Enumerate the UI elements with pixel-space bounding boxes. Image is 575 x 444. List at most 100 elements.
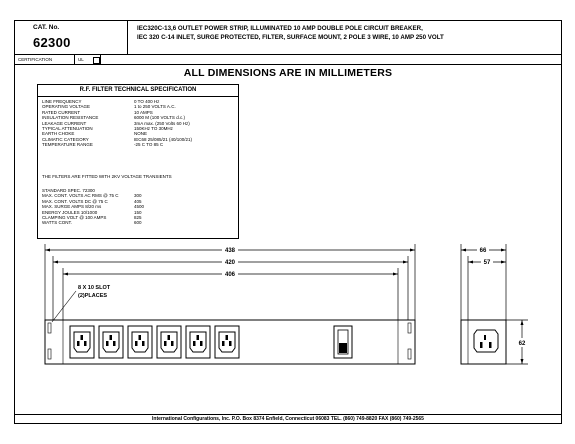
arrow-icon xyxy=(410,248,415,252)
certification-label: CERTIFICATION xyxy=(15,55,75,64)
dimension-labels: 438 420 406 66 57 62 xyxy=(222,245,529,347)
spec-row-label: LINE FREQUENCY xyxy=(42,99,82,104)
power-strip-side-view xyxy=(460,319,507,365)
spec-row-value: NONE xyxy=(134,131,148,137)
standard-spec: STANDARD SPEC. 72300 MAX. CONT. VOLTS AC… xyxy=(42,188,238,226)
spec-row: CLIMATIC CATEGORY IEC68 25/085/21 (40/100… xyxy=(42,137,238,142)
arrow-icon xyxy=(520,320,524,325)
standard-spec-title: STANDARD SPEC. 72300 xyxy=(42,188,95,193)
inlet-socket-icon xyxy=(473,329,499,353)
arrow-icon xyxy=(403,260,408,264)
spec-row: OPERATING VOLTAGE 1 to 250 VOLTS A.C. xyxy=(42,104,238,109)
slot-note-line-2: (2)PLACES xyxy=(78,293,107,299)
description-line-2: IEC 320 C-14 INLET, SURGE PROTECTED, FIL… xyxy=(137,34,444,41)
breaker-housing xyxy=(333,325,353,359)
label-mask xyxy=(515,338,529,347)
spec-row-label: LEAKAGE CURRENT xyxy=(42,120,87,126)
spec-row-label: CLAMPING VOLT @ 100 AMPS xyxy=(42,215,107,221)
spec-row-value: 600 xyxy=(134,220,142,226)
circuit-breaker-icon xyxy=(333,325,353,359)
spec-table-title: R.F. FILTER TECHNICAL SPECIFICATION xyxy=(38,85,238,97)
spec-row-value: 825 xyxy=(134,215,142,221)
outlet-icon xyxy=(156,325,182,359)
slot-leader-line xyxy=(51,290,77,323)
catalog-label: CAT. No. xyxy=(33,24,60,31)
spec-row-label: INSULATION RESISTANCE xyxy=(42,115,99,121)
power-strip-front-view xyxy=(44,319,416,365)
spec-row-value: 6000 M (100 VOLTS d.c.) xyxy=(134,115,185,121)
label-mask xyxy=(222,257,238,266)
label-mask xyxy=(222,245,238,254)
strip-body xyxy=(44,319,416,365)
arrow-icon xyxy=(461,248,466,252)
spec-note: THE FILTERS ARE FITTED WITH 2KV VOLTAGE … xyxy=(42,174,172,179)
company-footer: International Configurations, Inc. P.O. … xyxy=(15,414,561,423)
spec-row-label: MAX. SURGE AMPS 8/20 ms xyxy=(42,204,102,210)
arrow-icon xyxy=(63,272,68,276)
spec-row-label: CLIMATIC CATEGORY xyxy=(42,136,89,142)
inlet-pin-icon xyxy=(489,342,492,348)
spec-row-value: 300 xyxy=(134,193,142,199)
arrow-icon xyxy=(501,260,506,264)
outlet-row xyxy=(69,325,240,359)
spec-row-value: IEC68 25/085/21 (40/100/21) xyxy=(134,136,193,142)
spec-row-label: TYPICAL ATTENUATION xyxy=(42,126,93,132)
dimension-overall: 438 xyxy=(225,248,236,254)
mounting-slot-icon xyxy=(47,322,52,334)
outlet-icon xyxy=(69,325,95,359)
spec-row: MAX. CONT. VOLTS DC @ 75 C 405 xyxy=(42,199,238,204)
label-mask xyxy=(481,257,493,266)
spec-row-label: WATTS CONT. xyxy=(42,220,72,226)
drawing-sheet: CAT. No. 62300 IEC320C-13,6 OUTLET POWER… xyxy=(14,20,562,424)
spec-row: CLAMPING VOLT @ 100 AMPS 825 xyxy=(42,215,238,220)
dimension-inner: 406 xyxy=(225,272,236,278)
inlet-pin-icon xyxy=(480,342,483,348)
spec-row: LEAKAGE CURRENT 3mA max. (250 Volts 60 Hz… xyxy=(42,121,238,126)
spec-row: TEMPERATURE RANGE-25 C TO 85 C xyxy=(42,142,238,147)
spec-row-value: 4500 xyxy=(134,204,145,210)
spec-row: INSULATION RESISTANCE 6000 M (100 VOLTS d… xyxy=(42,115,238,120)
spec-row-value: 0 TO 400 Hz xyxy=(134,99,160,104)
mounting-slot-icon xyxy=(407,322,412,334)
page-title: ALL DIMENSIONS ARE IN MILLIMETERS xyxy=(183,67,393,79)
spec-row-label: OPERATING VOLTAGE xyxy=(42,104,91,110)
ul-label: UL xyxy=(75,55,101,64)
spec-row-value: -25 C TO 85 C xyxy=(134,142,164,148)
dimension-side-width: 66 xyxy=(480,248,487,254)
spec-row-value: 150 xyxy=(134,209,142,215)
spec-row: MAX. SURGE AMPS 8/20 ms 4500 xyxy=(42,204,238,209)
spec-row-label: RATED CURRENT xyxy=(42,109,81,115)
title-block-header: CAT. No. 62300 IEC320C-13,6 OUTLET POWER… xyxy=(15,21,561,55)
spec-table: R.F. FILTER TECHNICAL SPECIFICATION LINE… xyxy=(37,84,239,239)
description-line-1: IEC320C-13,6 OUTLET POWER STRIP, ILLUMIN… xyxy=(137,25,423,32)
product-description: IEC320C-13,6 OUTLET POWER STRIP, ILLUMIN… xyxy=(137,24,557,42)
slot-note: 8 X 10 SLOT (2)PLACES xyxy=(51,285,111,323)
dimension-mid: 420 xyxy=(225,260,236,266)
arrow-icon xyxy=(520,359,524,364)
dimension-height: 62 xyxy=(519,341,526,347)
ul-checkbox-icon xyxy=(93,56,100,64)
outlet-icon xyxy=(214,325,240,359)
spec-row-value: 1 to 250 VOLTS A.C. xyxy=(134,104,176,110)
catalog-number: 62300 xyxy=(33,35,71,50)
side-body xyxy=(460,319,507,365)
catalog-box: CAT. No. 62300 xyxy=(15,21,128,55)
spec-row-label: MAX. CONT. VOLTS DC @ 75 C xyxy=(42,198,108,204)
arrow-icon xyxy=(501,248,506,252)
dimension-lines xyxy=(44,244,528,365)
spec-row-value: 405 xyxy=(134,198,142,204)
inlet-pin-icon xyxy=(484,335,486,340)
spec-row: LINE FREQUENCY 0 TO 400 Hz xyxy=(42,99,238,104)
outlet-icon xyxy=(98,325,124,359)
spec-row-value: 3mA max. (250 Volts 60 Hz) xyxy=(134,120,190,126)
outlet-icon xyxy=(127,325,153,359)
spec-row-label: EARTH CHOKE xyxy=(42,131,75,137)
dimension-side-inner: 57 xyxy=(484,260,491,266)
